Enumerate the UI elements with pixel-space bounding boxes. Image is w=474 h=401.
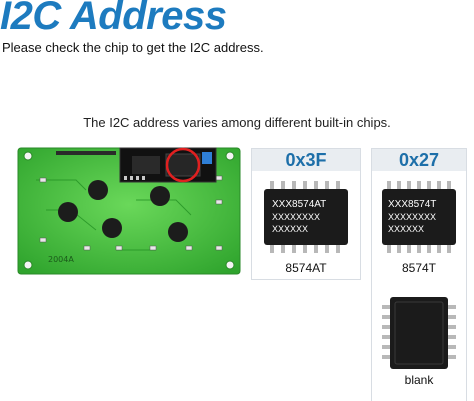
chip-marking-line: XXX8574T bbox=[388, 199, 436, 210]
page-subtitle: Please check the chip to get the I2C add… bbox=[2, 40, 264, 55]
address-header: 0x27 bbox=[372, 149, 466, 171]
chip-8574at: XXX8574AT XXXXXXXX XXXXXX bbox=[264, 181, 348, 253]
page-title: I2C Address bbox=[0, 0, 227, 38]
address-panel-0x27: 0x27 XXX8574T XXXXXXXX XXXXXX 8574T blan… bbox=[371, 148, 467, 401]
image-caption: The I2C address varies among different b… bbox=[83, 115, 391, 130]
lcd-board-image: 2004A bbox=[17, 147, 241, 275]
board-model-label: 2004A bbox=[48, 255, 74, 264]
chip-8574t: XXX8574T XXXXXXXX XXXXXX bbox=[382, 181, 456, 253]
chip-marking-line: XXXXXXXX bbox=[388, 212, 436, 222]
chip-marking-line: XXXXXX bbox=[388, 224, 424, 234]
chip-marking-line: XXX8574AT bbox=[272, 199, 326, 210]
chip-blank bbox=[382, 297, 456, 369]
chip-label-blank: blank bbox=[404, 373, 434, 387]
chip-label-8574t: 8574T bbox=[401, 261, 437, 275]
chip-marking-line: XXXXXX bbox=[272, 224, 308, 234]
chip-label-8574at: 8574AT bbox=[285, 261, 327, 275]
address-header: 0x3F bbox=[252, 149, 360, 171]
address-panel-0x3f: 0x3F XXX8574AT XXXXXXXX XXXXXX 8574AT bbox=[251, 148, 361, 280]
chip-marking-line: XXXXXXXX bbox=[272, 212, 320, 222]
